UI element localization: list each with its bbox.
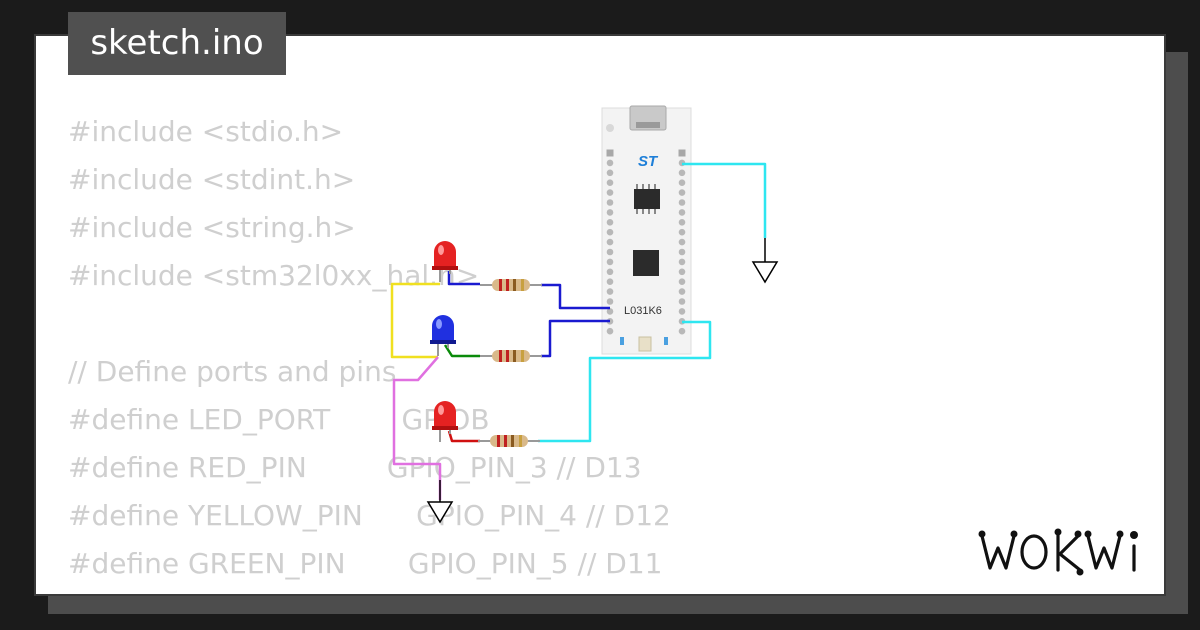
resistor xyxy=(478,435,540,447)
code-line: #define RED_PIN GPIO_PIN_3 // D13 xyxy=(68,451,642,484)
board-pin xyxy=(606,199,614,206)
led-red xyxy=(432,401,458,442)
leds xyxy=(430,241,458,442)
board-pin xyxy=(606,268,614,276)
file-name-tab: sketch.ino xyxy=(68,12,286,75)
led-red xyxy=(432,241,458,282)
board-pin xyxy=(606,169,614,177)
board-pin xyxy=(606,189,614,196)
code-line: // Define ports and pins xyxy=(68,355,397,388)
small-chip xyxy=(634,189,660,209)
reset-button xyxy=(606,124,614,132)
preview-card: #include <stdio.h> #include <stdint.h> #in… xyxy=(34,34,1166,596)
board-pin xyxy=(606,298,614,305)
st-logo-icon: ST xyxy=(638,153,659,170)
board-pin xyxy=(678,298,686,305)
board-pin xyxy=(678,288,686,295)
wire-cyan-red-bottom xyxy=(538,320,712,443)
ground-symbols xyxy=(426,238,779,524)
usb-port xyxy=(636,122,660,128)
code-line: #define GREEN_PIN GPIO_PIN_5 // D11 xyxy=(68,547,663,580)
code-line: #include <stdio.h> xyxy=(68,115,344,148)
board-pin xyxy=(606,288,614,295)
board-pin xyxy=(606,327,614,335)
board-pin xyxy=(678,238,686,246)
board-pin xyxy=(606,209,614,216)
resistor xyxy=(480,350,542,362)
board-pin xyxy=(678,248,686,256)
wire-red xyxy=(447,430,480,443)
resistor xyxy=(480,279,542,291)
board-pin xyxy=(678,268,686,276)
board-pin xyxy=(678,209,686,216)
wire-blue-top xyxy=(541,283,610,310)
resistors xyxy=(478,279,542,447)
led-indicator xyxy=(664,337,668,345)
board-pin xyxy=(606,238,614,246)
board-pin xyxy=(678,228,686,236)
board-pin xyxy=(606,228,614,236)
board-pin xyxy=(606,219,614,226)
board-pins-left xyxy=(606,149,614,335)
board-pin xyxy=(678,179,686,186)
ground-icon xyxy=(426,480,454,524)
switch xyxy=(638,336,652,352)
board-pin xyxy=(606,278,614,286)
wire-blue-led1 xyxy=(447,271,480,286)
ground-icon xyxy=(751,238,779,284)
wires xyxy=(390,162,767,500)
wire-green xyxy=(443,344,480,358)
board-pin xyxy=(678,278,686,286)
board-pin xyxy=(678,308,686,315)
microcontroller-board: ST L031K6 xyxy=(601,105,692,355)
wokwi-logo-icon xyxy=(978,528,1138,576)
board-pin xyxy=(678,258,686,266)
board-pin xyxy=(678,189,686,196)
board-pin xyxy=(678,327,686,335)
wire-pink xyxy=(392,356,442,500)
board-model-label: L031K6 xyxy=(624,305,662,317)
board-pin xyxy=(678,219,686,226)
board-pin xyxy=(606,179,614,186)
board-pin xyxy=(678,149,686,157)
board-pin xyxy=(606,149,614,157)
code-line: #include <stdint.h> xyxy=(68,163,356,196)
code-listing: #include <stdio.h> #include <stdint.h> #in… xyxy=(68,108,671,588)
wire-blue-middle xyxy=(541,319,610,358)
board-pin xyxy=(678,169,686,177)
led-indicator xyxy=(620,337,624,345)
code-line: #include <stm32l0xx_hal.h> xyxy=(68,259,480,292)
code-line: #include <string.h> xyxy=(68,211,356,244)
board-body xyxy=(601,107,692,355)
board-pin xyxy=(606,248,614,256)
led-blue xyxy=(430,315,456,356)
mcu-chip xyxy=(633,250,659,276)
board-pin xyxy=(606,258,614,266)
board-pin xyxy=(606,308,614,315)
board-pin xyxy=(678,199,686,206)
board-pin xyxy=(606,159,614,167)
wire-cyan-ground xyxy=(682,162,767,238)
wire-yellow xyxy=(390,282,440,359)
